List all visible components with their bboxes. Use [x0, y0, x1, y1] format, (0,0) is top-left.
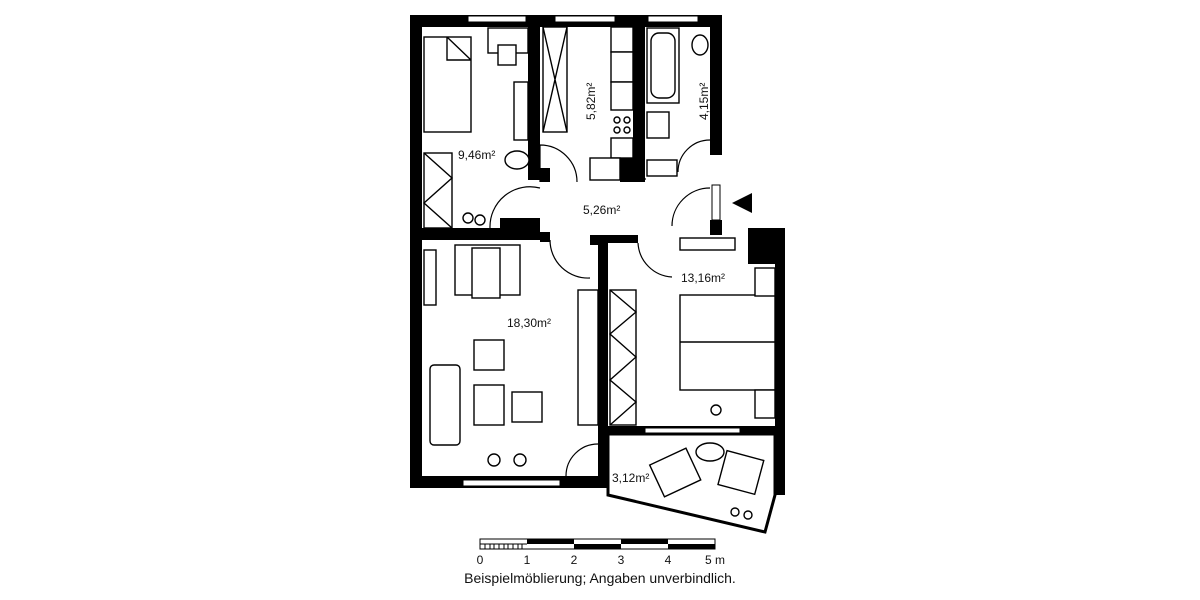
room-area-bedroom: 13,16m² — [681, 271, 725, 285]
scale-tick: 5 m — [705, 553, 725, 567]
room-area-hallway: 5,26m² — [583, 203, 620, 217]
doors — [489, 139, 711, 477]
scale-bar: 0 1 2 3 4 5 m — [477, 538, 725, 567]
scale-tick: 4 — [665, 553, 672, 567]
scale-tick: 3 — [618, 553, 625, 567]
scale-tick: 1 — [524, 553, 531, 567]
room-area-kitchen: 5,82m² — [584, 83, 598, 120]
entrance-arrow-icon — [732, 193, 752, 213]
balcony-outline — [606, 432, 777, 534]
room-area-bathroom: 4,15m² — [697, 83, 711, 120]
scale-tick: 0 — [477, 553, 484, 567]
scale-tick: 2 — [571, 553, 578, 567]
disclaimer-caption: Beispielmöblierung; Angaben unverbindlic… — [464, 570, 736, 586]
room-area-bedroom-small: 9,46m² — [458, 148, 495, 162]
room-area-balcony: 3,12m² — [612, 471, 649, 485]
windows — [462, 15, 741, 487]
walls — [410, 15, 785, 495]
furniture — [422, 26, 776, 520]
room-area-living-room: 18,30m² — [507, 316, 551, 330]
